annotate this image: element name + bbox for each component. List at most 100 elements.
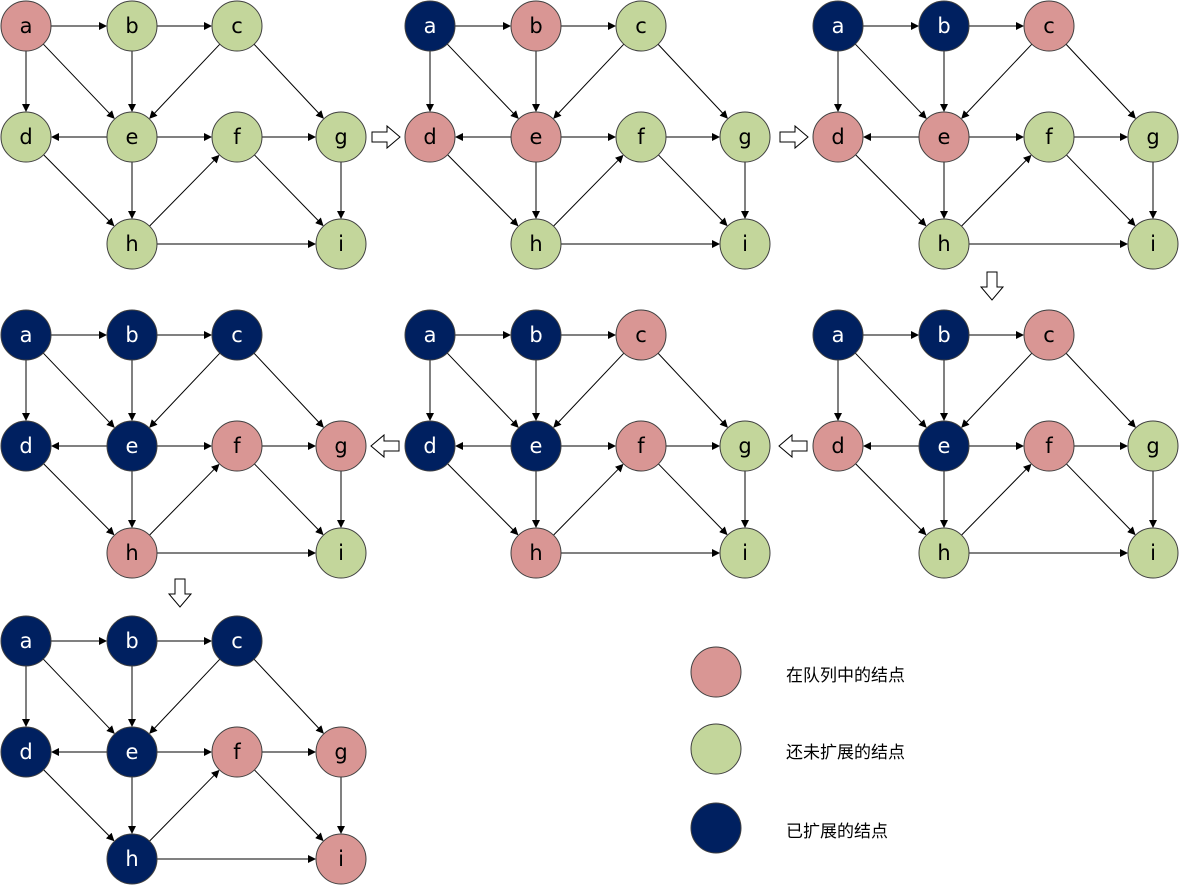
edge-h-f bbox=[553, 154, 624, 227]
node-e: e bbox=[106, 111, 158, 163]
node-h-label: h bbox=[937, 541, 950, 565]
node-f: f bbox=[615, 111, 667, 163]
node-g-label: g bbox=[334, 125, 347, 149]
node-h-circle bbox=[918, 218, 970, 270]
node-g-label: g bbox=[1146, 434, 1159, 458]
node-d: d bbox=[0, 420, 52, 472]
node-i: i bbox=[315, 833, 367, 885]
node-f-label: f bbox=[1045, 434, 1053, 458]
node-d-circle bbox=[812, 111, 864, 163]
edge-h-f bbox=[149, 463, 220, 536]
node-e-label: e bbox=[938, 125, 951, 149]
edge-d-h bbox=[855, 463, 927, 536]
node-b: b bbox=[918, 309, 970, 361]
node-h: h bbox=[106, 527, 158, 579]
node-g-circle bbox=[1127, 111, 1179, 163]
node-i-circle bbox=[315, 527, 367, 579]
node-f-circle bbox=[211, 726, 263, 778]
node-c-circle bbox=[211, 309, 263, 361]
node-h-label: h bbox=[125, 541, 138, 565]
edge-f-i bbox=[254, 769, 324, 842]
edge-a-e bbox=[42, 658, 115, 734]
node-i: i bbox=[719, 527, 771, 579]
legend-label-unexpanded: 还未扩展的结点 bbox=[786, 743, 905, 763]
node-i: i bbox=[315, 218, 367, 270]
transition-arrow-6 bbox=[167, 578, 193, 608]
node-d-label: d bbox=[19, 740, 32, 764]
transition-arrow-1 bbox=[371, 124, 401, 150]
node-f-label: f bbox=[233, 125, 241, 149]
node-a-label: a bbox=[424, 14, 437, 38]
edge-c-e bbox=[149, 43, 221, 119]
edge-d-h bbox=[43, 769, 115, 842]
node-f: f bbox=[211, 111, 263, 163]
node-c: c bbox=[1023, 309, 1075, 361]
node-d-circle bbox=[812, 420, 864, 472]
node-e: e bbox=[510, 420, 562, 472]
node-c-label: c bbox=[635, 323, 647, 347]
node-i-circle bbox=[719, 527, 771, 579]
node-f-circle bbox=[1023, 420, 1075, 472]
edge-h-f bbox=[961, 154, 1032, 227]
edge-f-i bbox=[658, 463, 728, 536]
node-g-label: g bbox=[738, 434, 751, 458]
node-c: c bbox=[211, 615, 263, 667]
node-f-circle bbox=[615, 111, 667, 163]
node-d: d bbox=[404, 420, 456, 472]
node-e-label: e bbox=[938, 434, 951, 458]
node-e-circle bbox=[106, 726, 158, 778]
node-h-label: h bbox=[937, 232, 950, 256]
node-c-circle bbox=[1023, 0, 1075, 52]
transition-arrow-2 bbox=[779, 124, 809, 150]
edge-c-g bbox=[1065, 352, 1136, 428]
node-h-circle bbox=[106, 527, 158, 579]
node-d: d bbox=[812, 420, 864, 472]
node-b-label: b bbox=[125, 323, 138, 347]
node-c-label: c bbox=[635, 14, 647, 38]
node-i-circle bbox=[1127, 218, 1179, 270]
node-a-label: a bbox=[832, 323, 845, 347]
edge-c-g bbox=[253, 658, 324, 734]
edge-d-h bbox=[447, 463, 519, 536]
edge-c-e bbox=[149, 658, 221, 734]
node-h: h bbox=[918, 218, 970, 270]
node-e: e bbox=[918, 420, 970, 472]
node-g-circle bbox=[719, 420, 771, 472]
node-d: d bbox=[812, 111, 864, 163]
edge-c-g bbox=[253, 352, 324, 428]
legend-label-expanded: 已扩展的结点 bbox=[786, 822, 888, 842]
node-b-label: b bbox=[529, 14, 542, 38]
node-b: b bbox=[106, 309, 158, 361]
node-d-label: d bbox=[19, 125, 32, 149]
node-e-circle bbox=[918, 111, 970, 163]
node-d-circle bbox=[404, 420, 456, 472]
edge-a-e bbox=[446, 352, 519, 428]
node-a-circle bbox=[0, 0, 52, 52]
node-f-label: f bbox=[637, 125, 645, 149]
node-h: h bbox=[918, 527, 970, 579]
node-f-circle bbox=[211, 420, 263, 472]
node-a-circle bbox=[0, 309, 52, 361]
edge-f-i bbox=[254, 154, 324, 227]
node-i: i bbox=[719, 218, 771, 270]
edge-f-i bbox=[1066, 463, 1136, 536]
node-i-label: i bbox=[1150, 541, 1156, 565]
node-c-circle bbox=[211, 615, 263, 667]
node-e: e bbox=[510, 111, 562, 163]
node-b-circle bbox=[918, 0, 970, 52]
edge-c-g bbox=[657, 352, 728, 428]
node-b-circle bbox=[106, 309, 158, 361]
node-g: g bbox=[719, 420, 771, 472]
node-d-label: d bbox=[423, 434, 436, 458]
node-b: b bbox=[106, 615, 158, 667]
node-f: f bbox=[1023, 420, 1075, 472]
node-b-label: b bbox=[937, 323, 950, 347]
node-h: h bbox=[510, 527, 562, 579]
legend-swatch-expanded bbox=[690, 802, 742, 854]
node-b-label: b bbox=[937, 14, 950, 38]
node-i-label: i bbox=[742, 232, 748, 256]
node-g-circle bbox=[1127, 420, 1179, 472]
